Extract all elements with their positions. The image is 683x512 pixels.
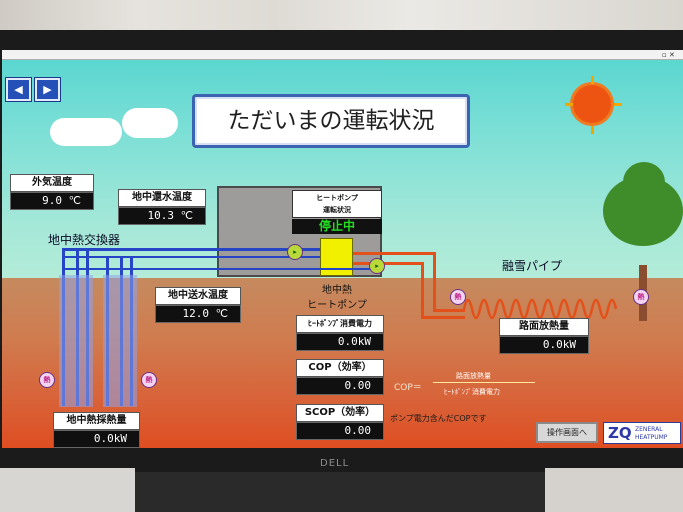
cop-value: 0.00 bbox=[296, 377, 384, 395]
display-screen: ▫ ✕ ◀ ▶ ただいまの運転状況 外気温度 9.0 ℃ 地中還水温度 10.3… bbox=[2, 50, 683, 448]
road-heat-value: 0.0kW bbox=[499, 336, 589, 354]
window-controls-icon[interactable]: ▫ ✕ bbox=[662, 51, 675, 59]
cold-pipe bbox=[62, 248, 320, 251]
cold-pipe bbox=[62, 268, 380, 270]
desk-left bbox=[0, 468, 135, 512]
heat-exchanger-label: 地中熱交換器 bbox=[48, 233, 121, 247]
hp-caption-line1: 地中熱 bbox=[322, 285, 352, 296]
borehole bbox=[59, 275, 93, 407]
prev-page-button[interactable]: ◀ bbox=[6, 78, 31, 101]
sun-ray bbox=[614, 103, 622, 106]
valve-out-icon: ▸ bbox=[369, 258, 385, 274]
hot-pipe bbox=[421, 316, 465, 319]
monitor-brand: DELL bbox=[320, 458, 350, 469]
scop-value: 0.00 bbox=[296, 422, 384, 440]
heat-pump-status: 停止中 bbox=[292, 219, 382, 234]
hot-pipe bbox=[421, 262, 424, 318]
valve-in-icon: ▸ bbox=[287, 244, 303, 260]
formula-prefix: COP＝ bbox=[394, 383, 422, 393]
sun-ray bbox=[565, 103, 573, 106]
borehole bbox=[103, 275, 137, 407]
return-temp-label: 地中還水温度 bbox=[118, 189, 206, 207]
cop-label: COP（効率） bbox=[296, 359, 384, 377]
road-heat-label: 路面放熱量 bbox=[499, 318, 589, 336]
ground-heat-label: 地中熱採熱量 bbox=[53, 412, 140, 430]
scop-label: SCOP（効率） bbox=[296, 404, 384, 422]
logo-line1: ZENERAL bbox=[635, 426, 663, 433]
formula-divider bbox=[433, 382, 535, 383]
heat-pump-unit-icon bbox=[320, 238, 353, 276]
hp-power-label: ﾋｰﾄﾎﾟﾝﾌﾟ消費電力 bbox=[296, 315, 384, 333]
logo-mark: ZQ bbox=[608, 424, 632, 442]
hp-power-value: 0.0kW bbox=[296, 333, 384, 351]
heat-icon: 熱 bbox=[633, 289, 649, 305]
sun-ray bbox=[591, 76, 594, 84]
hot-pipe bbox=[353, 252, 435, 255]
heat-icon: 熱 bbox=[450, 289, 466, 305]
heat-pump-title-line2: 運転状況 bbox=[323, 206, 351, 214]
logo-line2: HEATPUMP bbox=[635, 434, 668, 441]
heat-pump-status-title: ヒートポンプ 運転状況 bbox=[292, 190, 382, 218]
supply-temp-label: 地中送水温度 bbox=[155, 287, 241, 305]
outdoor-temp-label: 外気温度 bbox=[10, 174, 94, 192]
hot-pipe bbox=[433, 309, 465, 312]
heat-pump-title-line1: ヒートポンプ bbox=[316, 194, 358, 202]
next-page-button[interactable]: ▶ bbox=[35, 78, 60, 101]
sun-icon bbox=[573, 85, 611, 123]
heat-icon: 熱 bbox=[39, 372, 55, 388]
cloud-icon bbox=[122, 108, 178, 138]
desk-right bbox=[545, 468, 683, 512]
return-temp-value: 10.3 ℃ bbox=[118, 207, 206, 225]
zeneral-logo: ZQ ZENERAL HEATPUMP bbox=[603, 422, 681, 444]
tree-icon bbox=[623, 162, 665, 202]
background-wall bbox=[0, 0, 683, 30]
cloud-icon bbox=[50, 118, 122, 146]
hp-caption: 地中熱 ヒートポンプ bbox=[307, 281, 367, 311]
hot-pipe bbox=[433, 252, 436, 312]
formula-denominator: ﾋｰﾄﾎﾟﾝﾌﾟ消費電力 bbox=[444, 388, 500, 396]
operation-screen-button[interactable]: 操作画面へ bbox=[536, 422, 598, 443]
formula-numerator: 路面放熱量 bbox=[456, 372, 491, 380]
window-titlebar: ▫ ✕ bbox=[2, 50, 683, 60]
outdoor-temp-value: 9.0 ℃ bbox=[10, 192, 94, 210]
page-title: ただいまの運転状況 bbox=[192, 94, 470, 148]
scop-note: ポンプ電力含んだCOPです bbox=[390, 414, 487, 423]
snow-melt-label: 融雪パイプ bbox=[502, 259, 563, 273]
ground-heat-value: 0.0kW bbox=[53, 430, 140, 448]
hot-pipe bbox=[353, 262, 423, 265]
sun-ray bbox=[591, 126, 594, 134]
cold-pipe bbox=[62, 256, 320, 258]
supply-temp-value: 12.0 ℃ bbox=[155, 305, 241, 323]
hp-caption-line2: ヒートポンプ bbox=[307, 300, 367, 311]
heat-icon: 熱 bbox=[141, 372, 157, 388]
